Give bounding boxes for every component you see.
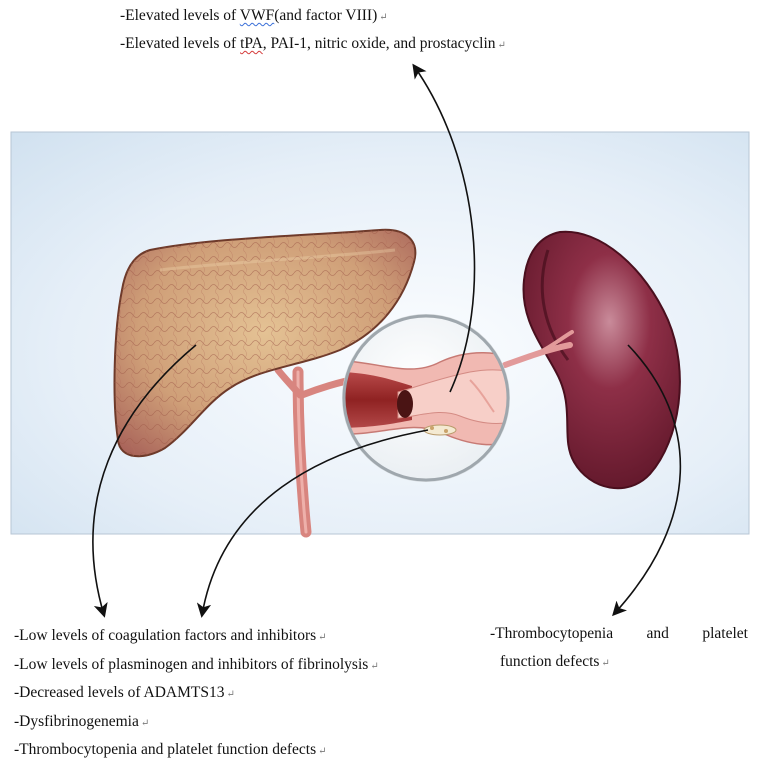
- paragraph-mark: ↵: [601, 658, 610, 669]
- liver: [113, 228, 417, 458]
- list-item-text: -Low levels of plasminogen and inhibitor…: [14, 655, 369, 673]
- list-item: -Dysfibrinogenemia↵: [14, 712, 379, 741]
- spleen-line-1: -Thrombocytopenia and platelet: [490, 624, 748, 652]
- top-line-1-prefix: -Elevated levels of: [120, 7, 240, 24]
- tpa-term: tPA: [240, 35, 263, 52]
- list-item-text: -Low levels of coagulation factors and i…: [14, 627, 317, 644]
- top-line-2-suffix: , PAI-1, nitric oxide, and prostacyclin: [262, 35, 496, 52]
- list-item-text: -Decreased levels of ADAMTS13: [14, 684, 225, 701]
- top-line-2: -Elevated levels of tPA, PAI-1, nitric o…: [120, 34, 506, 62]
- spleen-effects-text: -Thrombocytopenia and platelet function …: [490, 624, 748, 674]
- liver-effects-list: -Low levels of coagulation factors and i…: [14, 626, 379, 769]
- list-item: -Low levels of coagulation factors and i…: [14, 626, 379, 655]
- paragraph-mark: ↵: [497, 40, 506, 51]
- arrow-vessel-to-bottom: [196, 429, 429, 618]
- list-item-text: -Thrombocytopenia and platelet function …: [14, 741, 317, 758]
- paragraph-mark: ↵: [318, 746, 327, 757]
- spleen-word: and: [646, 625, 669, 642]
- portal-vessel: [274, 366, 356, 538]
- top-line-1: -Elevated levels of VWF(and factor VIII)…: [120, 6, 506, 34]
- paragraph-mark: ↵: [226, 689, 235, 700]
- paragraph-mark: ↵: [379, 12, 388, 23]
- list-item: -Low levels of plasminogen and inhibitor…: [14, 655, 379, 684]
- spleen-line-2-text: function defects: [500, 653, 600, 670]
- vwf-term: VWF: [239, 7, 275, 24]
- list-item: -Thrombocytopenia and platelet function …: [14, 740, 379, 769]
- arrow-to-top-text: [412, 63, 476, 393]
- endothelial-markers-text: -Elevated levels of VWF(and factor VIII)…: [120, 6, 506, 62]
- arrow-spleen-to-bottom: [612, 344, 682, 617]
- list-item-text: -Dysfibrinogenemia: [14, 712, 139, 730]
- paragraph-mark: ↵: [318, 632, 327, 643]
- spleen-word: platelet: [702, 625, 748, 642]
- spleen-word: -Thrombocytopenia: [490, 625, 614, 642]
- top-line-2-prefix: -Elevated levels of: [120, 35, 241, 52]
- arrow-liver-to-bottom: [92, 344, 197, 618]
- paragraph-mark: ↵: [370, 660, 379, 672]
- list-item: -Decreased levels of ADAMTS13↵: [14, 683, 379, 712]
- spleen-line-2: function defects↵: [490, 652, 748, 674]
- paragraph-mark: ↵: [140, 717, 150, 729]
- spleen: [502, 230, 681, 490]
- top-line-1-suffix: (and factor VIII): [274, 7, 378, 24]
